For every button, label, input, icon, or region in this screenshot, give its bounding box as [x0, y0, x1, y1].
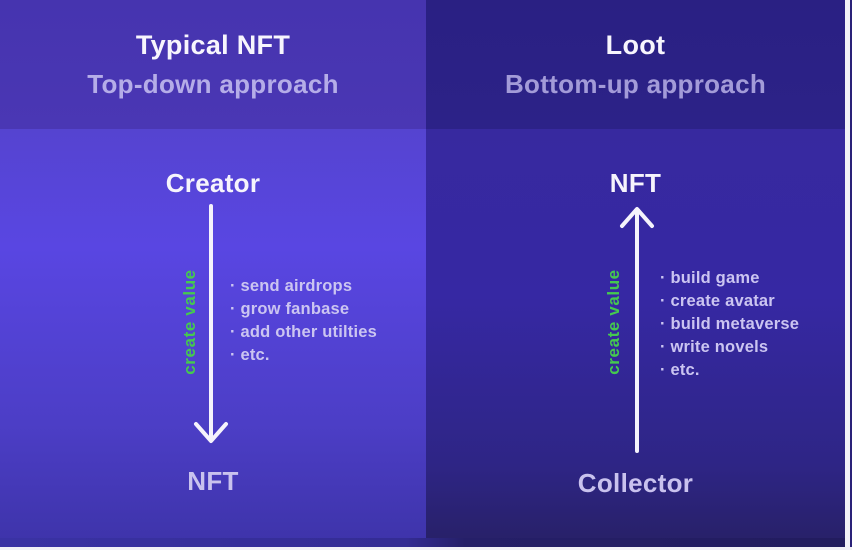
bullet-item: · etc.: [660, 361, 700, 379]
node-collector: Collector: [577, 468, 694, 498]
bullet-item: · create avatar: [660, 292, 775, 310]
bullet-item: · build metaverse: [660, 315, 800, 333]
bottom-edge-border: [0, 547, 852, 550]
panel-body-typical-nft: Creator NFT create value · send airdrops…: [0, 129, 426, 550]
create-value-label-left: create value: [180, 269, 199, 375]
bottom-edge-band: [0, 538, 845, 547]
node-nft-bottom: NFT: [187, 466, 239, 496]
panel-header-typical-nft: Typical NFT Top-down approach: [0, 0, 426, 129]
panel-body-loot: NFT Collector create value · build game·…: [426, 129, 845, 550]
bullet-list-left: · send airdrops · grow fanbase · add other…: [230, 275, 377, 367]
panel-subtitle: Bottom-up approach: [504, 68, 767, 99]
node-creator: Creator: [165, 168, 261, 198]
right-edge-sliver: [850, 0, 852, 550]
panel-title: Loot: [605, 29, 666, 60]
bullet-item: · build game: [660, 269, 760, 287]
panel-subtitle: Top-down approach: [87, 68, 339, 99]
bullet-item: · write novels: [660, 338, 769, 356]
create-value-label-right: create value: [604, 269, 623, 375]
right-edge-border: [845, 0, 850, 550]
panel-header-loot: Loot Bottom-up approach: [426, 0, 845, 129]
bullet-item: · grow fanbase: [230, 300, 350, 318]
panel-typical-nft: Typical NFT Top-down approach Creator NF…: [0, 0, 426, 550]
panel-title: Typical NFT: [135, 29, 291, 60]
bullet-item: · etc.: [230, 346, 270, 364]
node-nft-top: NFT: [609, 168, 662, 198]
bullet-list-right: · build game · create avatar · build metav…: [660, 267, 799, 382]
panel-loot: Loot Bottom-up approach NFT Collector cr…: [426, 0, 845, 550]
bullet-item: · send airdrops: [230, 277, 353, 295]
bullet-item: · add other utilties: [230, 323, 378, 341]
